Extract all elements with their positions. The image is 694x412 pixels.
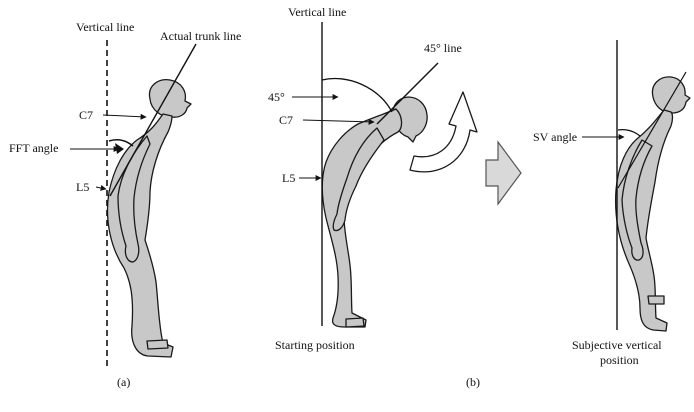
bent-figure — [321, 96, 428, 328]
label-l5-a: L5 — [76, 180, 89, 194]
label-starting-position: Starting position — [275, 338, 355, 352]
panel-b-subjective: SV angle Subjective vertical position (b… — [466, 40, 691, 389]
label-45-degree: 45° — [268, 90, 285, 104]
label-subjective-line2: position — [600, 353, 639, 367]
label-l5-b: L5 — [282, 171, 295, 185]
caption-b: (b) — [466, 375, 480, 389]
arrow-c7-b — [302, 118, 375, 125]
rotation-arrow — [409, 91, 478, 173]
arrow-l5-a — [95, 184, 107, 191]
label-c7-a: C7 — [79, 108, 93, 122]
label-subjective-line1: Subjective vertical — [572, 338, 662, 352]
fft-angle-arc — [108, 139, 134, 147]
line-45-degree — [376, 62, 439, 125]
sv-angle-arc — [617, 128, 641, 137]
panel-b: Vertical line 45° line 45° C7 L5 Startin… — [268, 5, 462, 352]
angle-45-arc — [321, 77, 393, 113]
label-sv-angle: SV angle — [533, 130, 577, 144]
subjective-trunk-line — [617, 71, 687, 189]
label-c7-b: C7 — [279, 113, 293, 127]
standing-figure-a — [106, 79, 192, 358]
caption-a: (a) — [117, 375, 130, 389]
arrow-c7-a — [102, 113, 147, 120]
label-45-line: 45° line — [424, 41, 462, 55]
subjective-figure — [614, 76, 691, 332]
label-vertical-line-a: Vertical line — [76, 20, 134, 34]
label-fft-angle: FFT angle — [9, 141, 58, 155]
transition-arrow — [485, 140, 522, 206]
actual-trunk-line — [109, 43, 197, 197]
label-vertical-line-b: Vertical line — [288, 5, 346, 19]
label-actual-trunk-line: Actual trunk line — [160, 29, 241, 43]
panel-a: Vertical line Actual trunk line C7 FFT a… — [9, 20, 241, 389]
